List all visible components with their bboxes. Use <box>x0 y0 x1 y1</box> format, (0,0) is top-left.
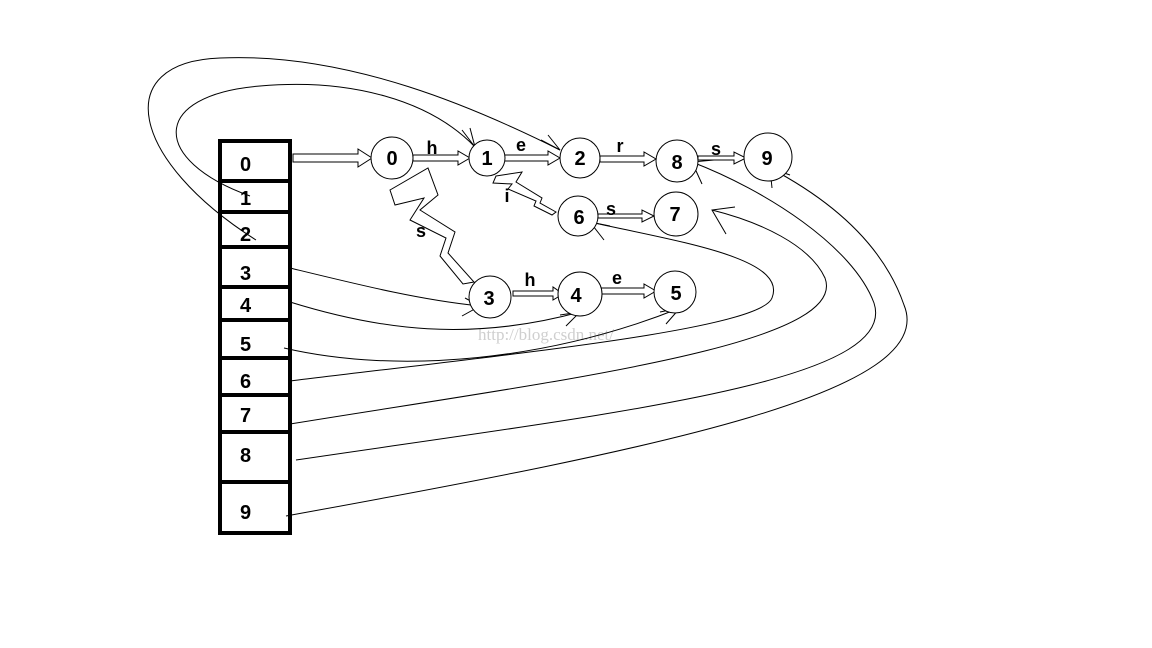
node-label: 3 <box>483 288 494 310</box>
edge-label: h <box>427 138 438 158</box>
array-cell-label: 6 <box>240 371 251 393</box>
node-label: 8 <box>671 152 682 174</box>
edge-arrow-1-6 <box>492 171 557 216</box>
link-cell-6-to-node-6 <box>289 221 775 382</box>
edge-arrow-3-4 <box>512 286 564 301</box>
node-circle-8 <box>655 139 699 183</box>
link-cell-5-to-node-5 <box>283 307 681 362</box>
node-circle-4 <box>557 271 603 317</box>
array-to-root-arrow <box>292 148 373 168</box>
link-cell-2-to-node-2 <box>147 57 561 241</box>
edge-label: s <box>606 199 616 219</box>
trie-nodes <box>370 132 793 319</box>
node-label: 2 <box>574 148 585 170</box>
array-cell-label: 1 <box>240 188 251 210</box>
edge-label: s <box>711 139 721 159</box>
node-circle-3 <box>468 275 512 319</box>
node-label: 4 <box>570 285 582 307</box>
array-cell-label: 0 <box>240 154 251 176</box>
array-cell-0 <box>218 139 292 183</box>
array-cell-label: 4 <box>240 295 252 317</box>
edge-arrow-2-8 <box>599 151 657 167</box>
link-cell-8-to-node-8 <box>295 161 877 461</box>
array-cell-label: 2 <box>240 224 251 246</box>
array-cell-9 <box>218 480 292 535</box>
edge-labels: h e r s i s s h e <box>416 135 721 290</box>
node-label: 5 <box>670 283 681 305</box>
array-cell-4 <box>218 285 292 322</box>
link-cell-1-to-node-1 <box>175 83 476 197</box>
array-cell-5 <box>218 318 292 360</box>
array-cell-6 <box>218 356 292 397</box>
array-cell-label: 8 <box>240 445 251 467</box>
node-label: 1 <box>481 148 492 170</box>
node-label: 6 <box>573 207 584 229</box>
link-cell-7-to-node-7 <box>289 209 827 425</box>
array-cell-label: 9 <box>240 502 251 524</box>
node-circle-6 <box>557 195 599 237</box>
link-cell-3-to-node-3 <box>289 267 481 307</box>
node-circle-5 <box>653 270 697 314</box>
edge-arrow-0-1 <box>412 150 471 166</box>
node-label: 7 <box>669 204 680 226</box>
link-arrowhead <box>540 134 561 151</box>
array-cell-3 <box>218 245 292 289</box>
edge-label: e <box>612 268 622 288</box>
link-arrowhead <box>711 206 736 235</box>
edge-arrow-6-7 <box>597 209 656 223</box>
node-circle-9 <box>743 132 793 182</box>
edge-arrow-4-5 <box>599 283 657 299</box>
array-cell-label: 7 <box>240 405 251 427</box>
link-cell-9-to-node-9 <box>285 167 908 517</box>
array-cell-label: 5 <box>240 334 251 356</box>
array-cell-2 <box>218 210 292 249</box>
node-circle-2 <box>559 137 601 179</box>
edge-arrow-1-2 <box>503 150 561 166</box>
node-label: 0 <box>386 148 397 170</box>
cell-links <box>147 57 908 517</box>
link-arrowhead <box>461 127 476 148</box>
edge-arrow-0-3 <box>389 167 475 285</box>
node-circle-0 <box>370 136 414 180</box>
node-circle-1 <box>468 139 506 177</box>
edge-label: i <box>504 186 509 206</box>
watermark-text: http://blog.csdn.net/ <box>478 325 614 344</box>
edge-label: r <box>616 136 623 156</box>
link-cell-4-to-node-4 <box>289 301 581 330</box>
array-table: 0 1 2 3 4 5 6 7 8 9 <box>218 139 292 535</box>
array-cell-1 <box>218 179 292 214</box>
edge-label: h <box>525 270 536 290</box>
node-edges <box>389 150 748 301</box>
array-cell-8 <box>218 430 292 484</box>
edge-label: e <box>516 135 526 155</box>
node-label: 9 <box>761 148 772 170</box>
node-labels: 0 1 2 8 9 6 7 3 4 5 <box>386 148 772 310</box>
edge-label: s <box>416 221 426 241</box>
array-cell-label: 3 <box>240 263 251 285</box>
array-cell-7 <box>218 393 292 434</box>
edge-arrow-8-9 <box>697 151 748 165</box>
node-circle-7 <box>653 191 699 237</box>
